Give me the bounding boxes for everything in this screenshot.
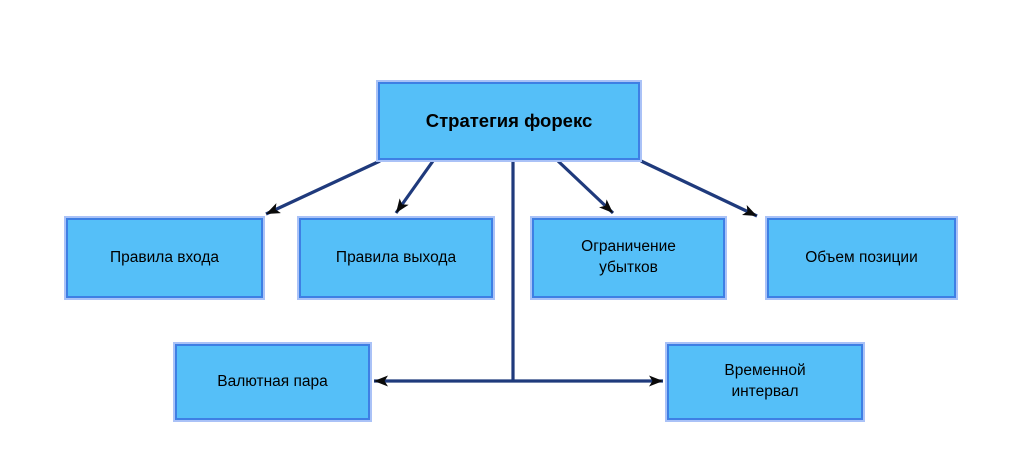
node-loss-limit-label: Ограничение убытков — [581, 238, 676, 276]
node-strategy-root: Стратегия форекс — [376, 80, 642, 162]
node-strategy-root-label: Стратегия форекс — [425, 109, 593, 131]
node-position-size: Объем позиции — [765, 216, 958, 300]
node-exit-rules-label: Правила выхода — [335, 248, 457, 266]
connector-root-to-entry-rules — [265, 159, 381, 216]
connector-root-to-position-size — [640, 159, 758, 218]
node-entry-rules: Правила входа — [64, 216, 265, 300]
node-time-interval: Временной интервал — [665, 342, 865, 422]
node-currency-pair-label: Валютная пара — [217, 372, 328, 390]
connector-root-to-loss-limit — [556, 159, 615, 215]
node-time-interval-label: Временной интервал — [724, 362, 806, 400]
node-exit-rules: Правила выхода — [297, 216, 495, 300]
connector-root-to-exit-rules — [394, 160, 435, 214]
node-currency-pair: Валютная пара — [173, 342, 372, 422]
node-position-size-label: Объем позиции — [805, 248, 918, 266]
node-loss-limit: Ограничение убытков — [530, 216, 727, 300]
node-entry-rules-label: Правила входа — [110, 248, 219, 266]
